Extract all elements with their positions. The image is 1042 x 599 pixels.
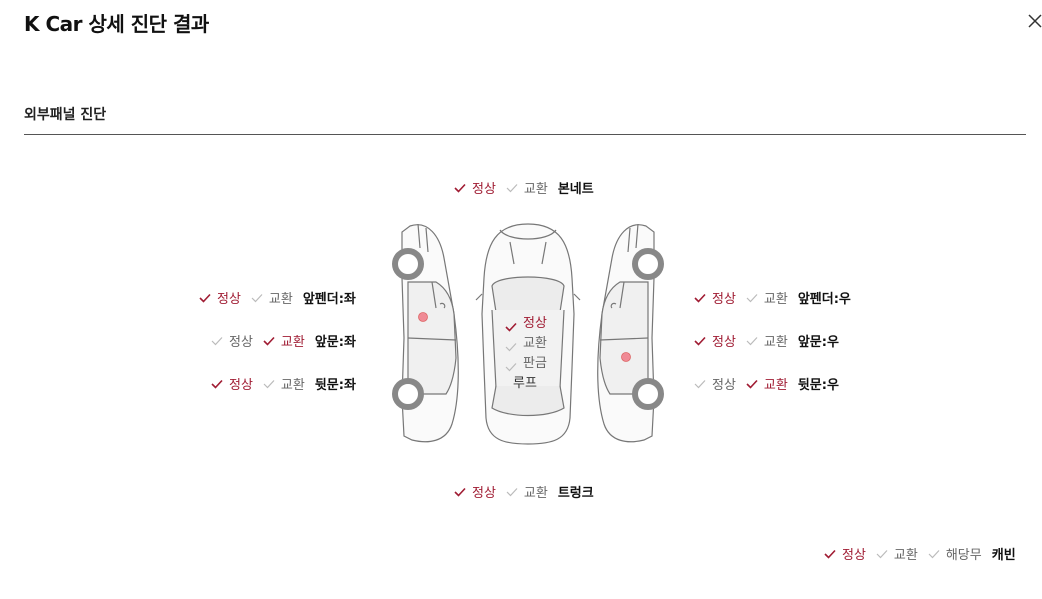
panel-name: 뒷문:우 (797, 377, 839, 393)
replace-status: 교환 (746, 374, 788, 393)
panel-name: 앞문:우 (797, 334, 839, 350)
check-icon (263, 335, 275, 346)
check-icon (746, 335, 758, 346)
panel-front-fender-left: 정상 교환 앞펜더:좌 (199, 288, 356, 307)
panel-name: 앞문:좌 (314, 334, 356, 350)
panel-name: 루프 (513, 376, 537, 391)
check-icon (211, 335, 223, 346)
check-icon (199, 292, 211, 303)
check-icon (506, 182, 518, 193)
replace-status: 교환 (876, 544, 918, 563)
panel-cabin: 정상 교환 해당무 캐빈 (824, 544, 1016, 563)
panel-trunk: 정상 교환 트렁크 (454, 482, 594, 501)
check-icon (824, 548, 836, 559)
normal-status: 정상 (454, 482, 496, 501)
normal-status: 정상 (694, 288, 736, 307)
section-title: 외부패널 진단 (24, 107, 107, 123)
check-icon (694, 378, 706, 389)
normal-status: 정상 (694, 374, 736, 393)
panel-front-door-left: 정상 교환 앞문:좌 (211, 331, 356, 350)
car-diagram (392, 223, 664, 445)
close-button[interactable] (1026, 12, 1042, 30)
normal-status: 정상 (199, 288, 241, 307)
check-icon (694, 335, 706, 346)
replace-status: 교환 (506, 178, 548, 197)
close-icon (1028, 14, 1042, 28)
replace-status: 교환 (251, 288, 293, 307)
normal-status: 정상 (824, 544, 866, 563)
check-icon (505, 359, 517, 372)
panel-roof: 정상 교환 판금 루프 (505, 314, 547, 394)
panel-name: 트렁크 (557, 485, 594, 501)
check-icon (505, 339, 517, 352)
replace-status: 교환 (506, 482, 548, 501)
check-icon (746, 292, 758, 303)
wheel (632, 378, 664, 410)
panel-name: 앞펜더:좌 (302, 291, 356, 307)
panel-front-door-right: 정상 교환 앞문:우 (694, 331, 839, 350)
wheel (392, 248, 424, 280)
normal-status: 정상 (694, 331, 736, 350)
check-icon (506, 486, 518, 497)
normal-status: 정상 (505, 314, 547, 334)
check-icon (876, 548, 888, 559)
panel-front-fender-right: 정상 교환 앞펜더:우 (694, 288, 851, 307)
damage-marker (418, 312, 428, 322)
page-title: K Car 상세 진단 결과 (24, 12, 209, 36)
car-top-view (475, 223, 581, 445)
check-icon (928, 548, 940, 559)
normal-status: 정상 (211, 374, 253, 393)
na-status: 해당무 (928, 544, 982, 563)
check-icon (263, 378, 275, 389)
replace-status: 교환 (505, 334, 547, 354)
wheels (392, 248, 664, 410)
normal-status: 정상 (211, 331, 253, 350)
check-icon (746, 378, 758, 389)
replace-status: 교환 (746, 288, 788, 307)
check-icon (454, 486, 466, 497)
panel-name: 본네트 (557, 181, 594, 197)
replace-status: 교환 (263, 331, 305, 350)
panel-name: 앞펜더:우 (797, 291, 851, 307)
replace-status: 교환 (263, 374, 305, 393)
sheet-status: 판금 (505, 354, 547, 374)
panel-name: 뒷문:좌 (314, 377, 356, 393)
wheel (392, 378, 424, 410)
panel-rear-door-left: 정상 교환 뒷문:좌 (211, 374, 356, 393)
panel-rear-door-right: 정상 교환 뒷문:우 (694, 374, 839, 393)
wheel (632, 248, 664, 280)
section-divider (24, 134, 1026, 135)
normal-status: 정상 (454, 178, 496, 197)
check-icon (505, 319, 517, 332)
check-icon (694, 292, 706, 303)
panel-bonnet: 정상 교환 본네트 (454, 178, 594, 197)
damage-marker (621, 352, 631, 362)
check-icon (454, 182, 466, 193)
check-icon (211, 378, 223, 389)
replace-status: 교환 (746, 331, 788, 350)
panel-name: 캐빈 (991, 547, 1016, 563)
check-icon (251, 292, 263, 303)
